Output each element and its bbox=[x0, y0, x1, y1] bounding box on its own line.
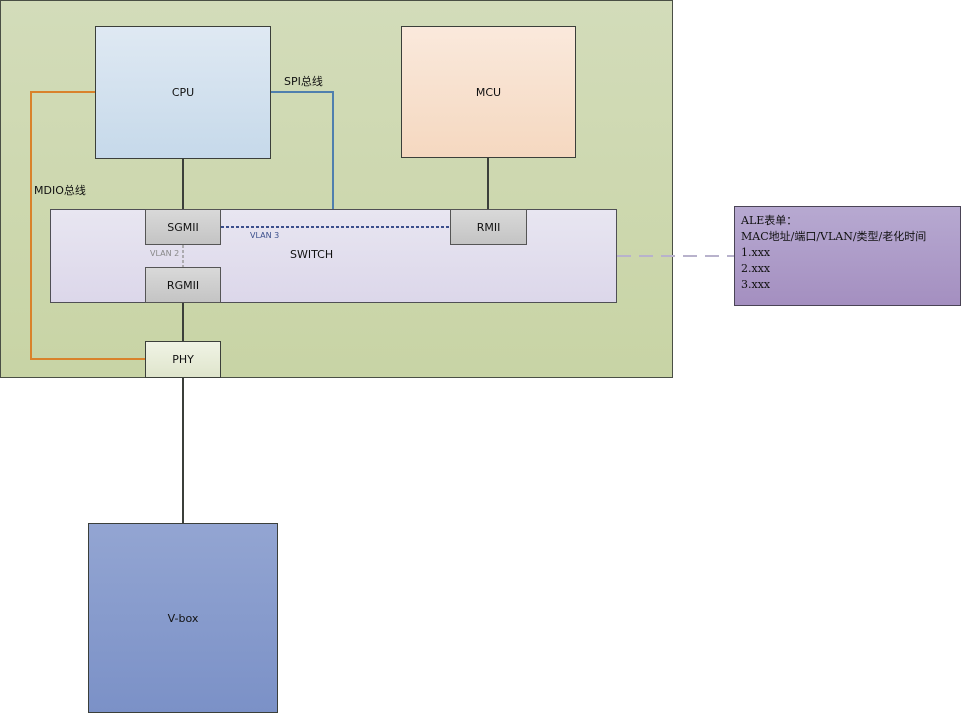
ale-row: 3.xxx bbox=[741, 278, 771, 291]
mcu-label: MCU bbox=[475, 85, 502, 99]
spi-bus-label: SPI总线 bbox=[284, 75, 323, 88]
rmii-label: RMII bbox=[476, 220, 501, 234]
vlan2-label: VLAN 2 bbox=[150, 249, 180, 258]
phy-label: PHY bbox=[172, 353, 194, 366]
vlan3-label: VLAN 3 bbox=[250, 231, 280, 240]
rgmii-port[interactable]: RGMII bbox=[145, 267, 221, 303]
vbox-label: V-box bbox=[167, 611, 199, 625]
switch-block[interactable] bbox=[50, 209, 617, 303]
phy-block[interactable]: PHY bbox=[145, 341, 221, 378]
ale-row: 2.xxx bbox=[741, 262, 771, 275]
mcu-block[interactable]: MCU bbox=[401, 26, 576, 158]
cpu-block[interactable]: CPU bbox=[95, 26, 271, 159]
ale-row: 1.xxx bbox=[741, 246, 771, 259]
ale-columns: MAC地址/端口/VLAN/类型/老化时间 bbox=[741, 230, 927, 243]
ale-table-note[interactable]: ALE表单： MAC地址/端口/VLAN/类型/老化时间 1.xxx 2.xxx… bbox=[734, 206, 961, 306]
sgmii-label: SGMII bbox=[167, 220, 199, 234]
ale-title: ALE表单： bbox=[741, 214, 798, 227]
mdio-bus-label: MDIO总线 bbox=[34, 184, 86, 197]
rgmii-label: RGMII bbox=[166, 278, 200, 292]
cpu-label: CPU bbox=[171, 86, 195, 99]
rmii-port[interactable]: RMII bbox=[450, 209, 527, 245]
sgmii-port[interactable]: SGMII bbox=[145, 209, 221, 245]
switch-label: SWITCH bbox=[290, 248, 334, 261]
vbox-block[interactable]: V-box bbox=[88, 523, 278, 713]
